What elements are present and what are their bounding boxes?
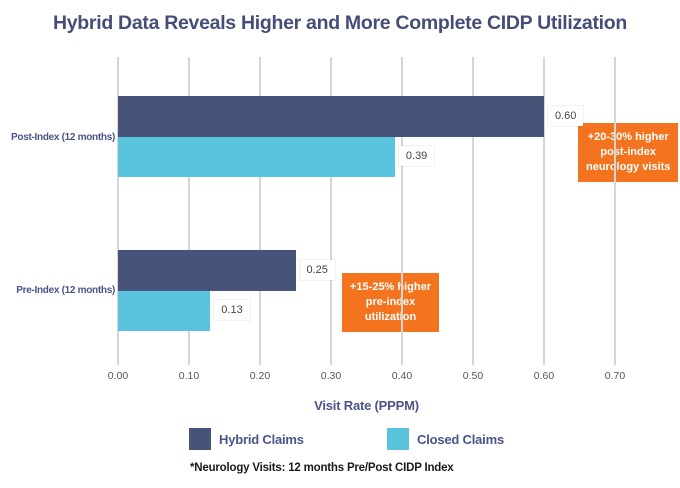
bar-hybrid-claims-pre (118, 250, 296, 291)
value-label: 0.13 (214, 300, 250, 320)
category-label-post-index: Post-Index (12 months) (11, 132, 115, 143)
bar-closed-claims-pre (118, 291, 211, 331)
gridline (472, 57, 474, 378)
x-tick-label: 0.60 (531, 365, 557, 385)
x-axis-label: Visit Rate (PPPM) (314, 398, 419, 413)
x-tick-label: 0.30 (318, 365, 344, 385)
gridline (117, 57, 119, 378)
legend-item-hybrid-claims: Hybrid Claims (189, 428, 304, 450)
bar-closed-claims-post (118, 137, 395, 177)
x-tick-label: 0.00 (105, 365, 131, 385)
legend-label-hybrid-claims: Hybrid Claims (219, 431, 304, 447)
callout-pre-index: +15-25% higher pre-index utilization (342, 273, 440, 332)
gridline (401, 57, 403, 378)
x-tick-label: 0.20 (247, 365, 273, 385)
gridline (259, 57, 261, 378)
category-label-pre-index: Pre-Index (12 months) (16, 285, 115, 296)
value-label: 0.60 (548, 105, 584, 126)
callout-post-index: +20-30% higher post-index neurology visi… (578, 123, 679, 182)
footnote: *Neurology Visits: 12 months Pre/Post CI… (190, 462, 454, 474)
x-tick-label: 0.70 (602, 365, 628, 385)
gridline (614, 57, 616, 378)
bar-hybrid-claims-post (118, 96, 544, 137)
gridline (543, 57, 545, 378)
gridline (330, 57, 332, 378)
hybrid-claims-swatch (189, 428, 211, 450)
value-label: 0.25 (299, 259, 335, 280)
value-label: 0.39 (398, 146, 435, 166)
legend: Hybrid Claims Closed Claims (0, 428, 680, 450)
legend-item-closed-claims: Closed Claims (387, 428, 504, 450)
gridline (188, 57, 190, 378)
x-tick-label: 0.40 (389, 365, 415, 385)
legend-label-closed-claims: Closed Claims (417, 431, 504, 447)
chart-title: Hybrid Data Reveals Higher and More Comp… (52, 12, 628, 34)
x-tick-label: 0.50 (460, 365, 486, 385)
x-tick-label: 0.10 (176, 365, 202, 385)
closed-claims-swatch (387, 428, 409, 450)
